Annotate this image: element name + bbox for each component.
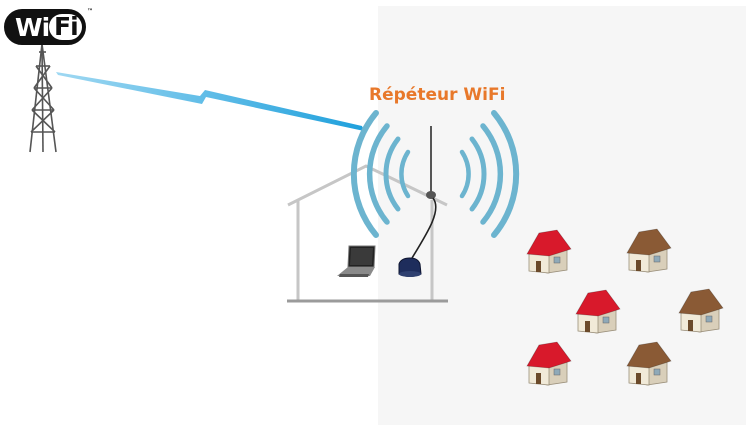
signal-waves-left [350, 110, 411, 238]
logo-fi-text: Fi [54, 12, 79, 41]
logo-wi-text: Wi [15, 13, 50, 42]
wireless-link-beam [56, 72, 364, 131]
house-icon [626, 228, 672, 273]
logo-trademark: ™ [87, 8, 93, 15]
house-outline [287, 164, 448, 300]
house-icon [526, 341, 572, 386]
wifi-logo: Wi Fi [4, 9, 86, 45]
signal-waves-right [459, 110, 520, 238]
house-icon [575, 289, 621, 334]
router-icon [398, 257, 422, 277]
laptop-icon [337, 245, 376, 277]
logo-fi-box: Fi [49, 12, 82, 41]
repeater-antenna [411, 126, 437, 259]
house-icon [678, 288, 724, 333]
house-icon [526, 229, 572, 274]
house-icon [626, 341, 672, 386]
diagram-title: Répéteur WiFi [369, 85, 506, 105]
transmission-tower-icon [29, 43, 57, 153]
neighbor-houses [526, 228, 724, 386]
